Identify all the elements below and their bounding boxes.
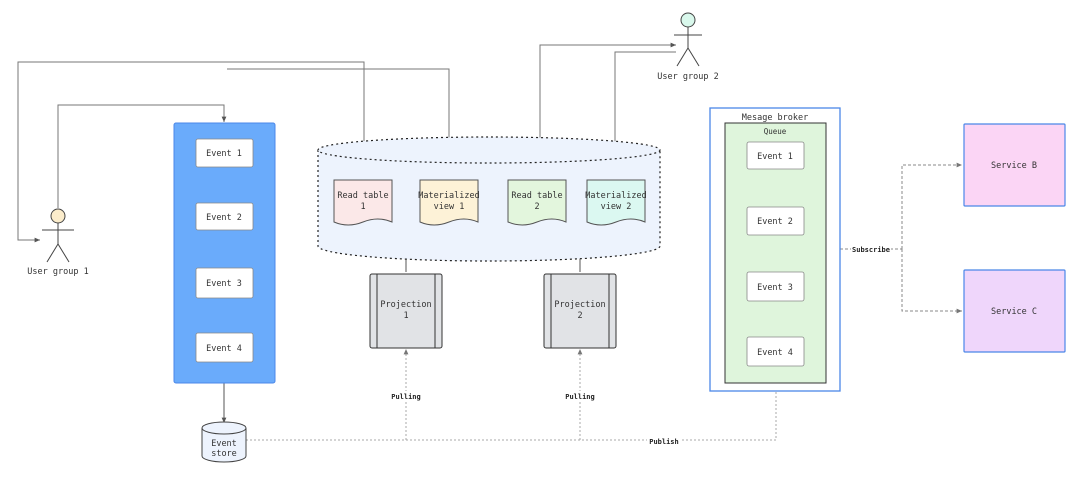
doc-read-table-1-line1: Read table: [337, 191, 388, 201]
actor-user-group-2-head: [680, 12, 696, 28]
projection-2-line2: 2: [577, 311, 582, 321]
read-store-top: [317, 136, 661, 164]
queue-event-3-label: Event 3: [757, 283, 793, 293]
doc-materialized-view-1-line2: view 1: [434, 202, 465, 212]
event-stream: Event 1 Event 2 Event 3 Event 4: [173, 122, 276, 384]
edge-read-table-1-to-user-group-1: [17, 61, 365, 243]
edge-view-2-to-user-group-2: [614, 51, 676, 178]
edge-user-group-1-to-event-stream: [57, 104, 227, 208]
doc-materialized-view-1[interactable]: Materialized view 1: [418, 179, 480, 226]
event-stream-event-2[interactable]: Event 2: [195, 202, 254, 231]
event-stream-event-4[interactable]: Event 4: [195, 332, 254, 363]
edge-store-publish: [246, 383, 779, 441]
service-b-label: Service B: [991, 161, 1037, 171]
service-c[interactable]: Service C: [963, 269, 1066, 353]
queue-event-4-label: Event 4: [757, 348, 793, 358]
doc-read-table-1[interactable]: Read table 1: [333, 179, 393, 226]
service-b[interactable]: Service B: [963, 123, 1066, 207]
queue-event-2[interactable]: Event 2: [746, 206, 805, 236]
event-store-label-line2: store: [211, 449, 237, 459]
edge-subscribe-service-c: [901, 249, 962, 314]
edge-subscribe-service-b: [901, 162, 962, 249]
queue-event-1[interactable]: Event 1: [746, 141, 805, 170]
edge-label-pulling-2: Pulling: [565, 393, 595, 401]
projection-1-line1: Projection: [380, 300, 431, 310]
read-store-body: [317, 150, 661, 262]
event-stream-event-3[interactable]: Event 3: [195, 267, 254, 299]
projection-2[interactable]: Projection 2: [543, 273, 617, 349]
actor-user-group-1-label: User group 1: [27, 267, 88, 277]
read-store: [317, 136, 661, 262]
actor-user-group-1[interactable]: User group 1: [27, 208, 89, 277]
doc-materialized-view-1-line1: Materialized: [418, 191, 479, 201]
doc-read-table-2[interactable]: Read table 2: [507, 179, 567, 226]
edge-label-pulling-1: Pulling: [391, 393, 421, 401]
projection-1-line2: 1: [403, 311, 408, 321]
event-store[interactable]: Event store: [201, 421, 247, 463]
doc-materialized-view-2-line2: view 2: [601, 202, 632, 212]
service-c-label: Service C: [991, 307, 1037, 317]
event-stream-event-4-label: Event 4: [206, 344, 242, 354]
actor-user-group-2[interactable]: User group 2: [657, 12, 719, 82]
projection-2-line1: Projection: [554, 300, 605, 310]
event-stream-event-3-label: Event 3: [206, 279, 242, 289]
edge-read-table-2-to-user-group-2: [539, 42, 676, 178]
edge-labels: Pulling Pulling Publish Subscribe: [390, 244, 891, 446]
queue-event-2-label: Event 2: [757, 217, 793, 227]
message-broker-title: Mesage broker: [742, 113, 809, 123]
actor-user-group-1-head: [50, 208, 66, 224]
edge-label-subscribe: Subscribe: [852, 246, 890, 254]
queue-title: Queue: [764, 127, 787, 136]
projection-1[interactable]: Projection 1: [369, 273, 443, 349]
actor-user-group-2-label: User group 2: [657, 72, 718, 82]
doc-materialized-view-2-line1: Materialized: [585, 191, 646, 201]
doc-materialized-view-2[interactable]: Materialized view 2: [585, 179, 647, 226]
doc-read-table-2-line1: Read table: [511, 191, 562, 201]
event-stream-container: [173, 122, 276, 384]
queue-event-1-label: Event 1: [757, 152, 793, 162]
message-broker: Mesage broker Queue Event 1 Event 2 Even…: [709, 107, 841, 392]
queue-event-4[interactable]: Event 4: [746, 336, 805, 367]
event-store-label-line1: Event: [211, 439, 237, 449]
queue-event-3[interactable]: Event 3: [746, 271, 805, 302]
doc-read-table-2-line2: 2: [534, 202, 539, 212]
doc-read-table-1-line2: 1: [360, 202, 365, 212]
event-stream-event-1[interactable]: Event 1: [195, 138, 254, 168]
edge-label-publish: Publish: [649, 438, 679, 446]
event-stream-event-1-label: Event 1: [206, 149, 242, 159]
event-stream-event-2-label: Event 2: [206, 213, 242, 223]
